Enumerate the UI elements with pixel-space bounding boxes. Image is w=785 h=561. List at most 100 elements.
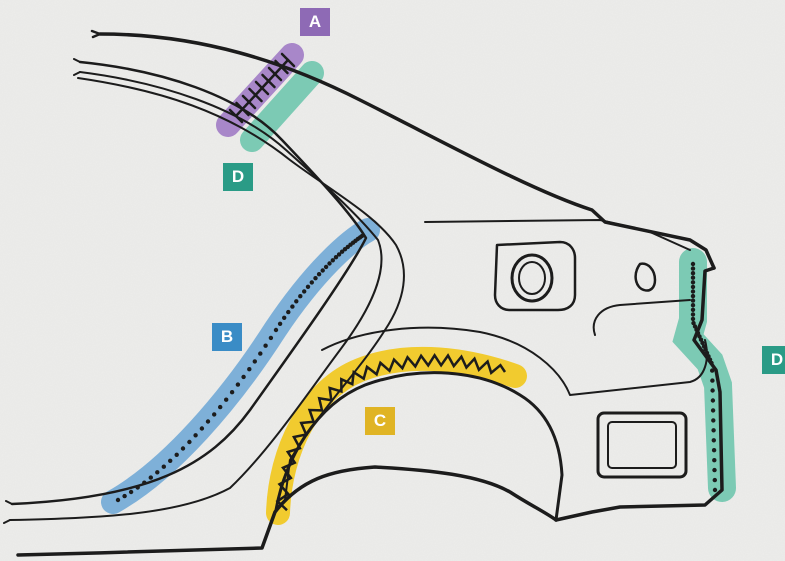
seam-b-dot xyxy=(263,343,268,348)
seam-d-dot xyxy=(695,330,701,336)
seam-a-tick xyxy=(267,66,283,82)
seam-b-dot xyxy=(258,351,263,356)
seam-b-dot xyxy=(135,485,140,490)
seam-b-dot xyxy=(330,258,335,263)
seam-b-dot xyxy=(313,276,318,281)
seam-d-dot xyxy=(691,320,696,326)
wheel-arch-outer xyxy=(274,371,564,522)
seam-d-dot xyxy=(701,344,707,349)
seam-d-dot xyxy=(690,312,696,317)
seam-d-dot xyxy=(712,477,717,483)
marker-d-right: D xyxy=(762,346,785,374)
marker-lamp xyxy=(634,262,657,292)
seam-d-dot xyxy=(710,388,715,393)
seam-b-dot xyxy=(148,475,153,480)
seam-d-dot xyxy=(711,418,716,423)
seam-b-dot xyxy=(241,374,246,380)
seam-b-dot xyxy=(229,390,235,395)
seam-d-dot xyxy=(690,284,696,290)
seam-b-dot xyxy=(277,321,283,326)
seam-a-cross-stitch xyxy=(228,52,296,124)
band-b-pillar xyxy=(101,218,380,514)
car-outline xyxy=(3,29,724,557)
seam-d-dot xyxy=(710,378,715,383)
seam-b-dot xyxy=(286,309,291,315)
seam-d-dotted xyxy=(690,261,718,493)
fuel-cap xyxy=(510,253,554,303)
seam-d-dot xyxy=(690,275,696,280)
seam-d-dot xyxy=(710,398,716,403)
seam-d-dot xyxy=(709,360,714,366)
seam-b-dot xyxy=(336,252,342,257)
seam-d-dot xyxy=(690,307,696,312)
seam-b-dot xyxy=(187,439,192,445)
seam-b-dotted xyxy=(115,233,365,503)
seam-b-dot xyxy=(212,412,217,417)
seam-d-dot xyxy=(694,327,699,332)
seam-b-dot xyxy=(224,397,229,402)
tail-lamp-line xyxy=(592,299,691,336)
seam-b-dot xyxy=(205,419,211,424)
seam-d-dot xyxy=(690,289,696,294)
seam-a-ticks xyxy=(228,52,296,124)
seam-d-dot xyxy=(703,347,708,352)
seam-b-dot xyxy=(155,470,160,475)
seam-d-dot xyxy=(697,334,702,339)
seam-b-dot xyxy=(168,458,173,463)
seam-b-dot xyxy=(320,268,325,273)
seam-b-dot xyxy=(180,446,186,451)
vent-inner xyxy=(607,421,677,469)
rocker-line xyxy=(16,465,558,557)
pillar-arrow xyxy=(3,58,81,524)
fuel-door-frame xyxy=(493,240,577,312)
seam-d-dot xyxy=(700,340,705,346)
seam-b-dot xyxy=(247,367,252,372)
seam-d-dot xyxy=(690,280,696,285)
seam-b-dot xyxy=(128,489,134,495)
seam-d-dot xyxy=(710,408,716,413)
vent-outer xyxy=(596,411,688,479)
seam-b-dot xyxy=(273,327,279,333)
marker-a: A xyxy=(300,8,330,36)
seam-a-tick xyxy=(280,52,296,68)
seam-d-dot xyxy=(712,467,717,473)
seam-a-tick xyxy=(241,94,257,110)
wheel-arch-trim xyxy=(321,326,708,396)
seam-b-dot xyxy=(199,426,205,431)
fuel-cap-inner xyxy=(518,261,546,295)
band-d-roof xyxy=(240,61,324,152)
seam-d-dot xyxy=(711,448,717,453)
seam-b-dot xyxy=(316,272,322,277)
seam-b-dot xyxy=(122,493,127,499)
pillar-inner xyxy=(9,71,383,521)
seam-b-dot xyxy=(339,249,345,254)
seam-d-dot xyxy=(711,428,716,433)
seam-d-dot xyxy=(690,303,696,308)
rear-edge xyxy=(554,266,724,522)
seam-b-dot xyxy=(282,315,287,320)
seam-b-dot xyxy=(302,289,307,294)
band-c-wheel-arch xyxy=(266,346,527,525)
seam-a-tick xyxy=(248,87,263,103)
pillar-outer xyxy=(10,60,368,506)
seam-d-dot xyxy=(712,458,717,463)
seam-d-dot xyxy=(710,368,715,373)
marker-c: C xyxy=(365,407,395,435)
seam-b-dot xyxy=(290,304,295,309)
marker-d-top: D xyxy=(223,163,253,191)
seam-b-dot xyxy=(142,480,147,485)
seam-d-dot xyxy=(711,438,716,443)
seam-b-dot xyxy=(309,280,314,285)
seam-d-dot xyxy=(690,316,696,322)
seam-a-tick xyxy=(274,59,289,75)
seam-b-dot xyxy=(323,264,329,270)
seam-a-tick xyxy=(235,101,250,117)
seam-d-dot xyxy=(690,293,696,299)
seam-d-dot xyxy=(690,261,696,267)
seam-d-dot xyxy=(692,324,698,329)
seam-b-dot xyxy=(333,255,339,260)
seam-d-dot xyxy=(707,357,713,362)
seam-c-zigzag xyxy=(275,352,507,512)
seam-b-dot xyxy=(235,382,241,387)
seam-d-dot xyxy=(690,266,696,271)
